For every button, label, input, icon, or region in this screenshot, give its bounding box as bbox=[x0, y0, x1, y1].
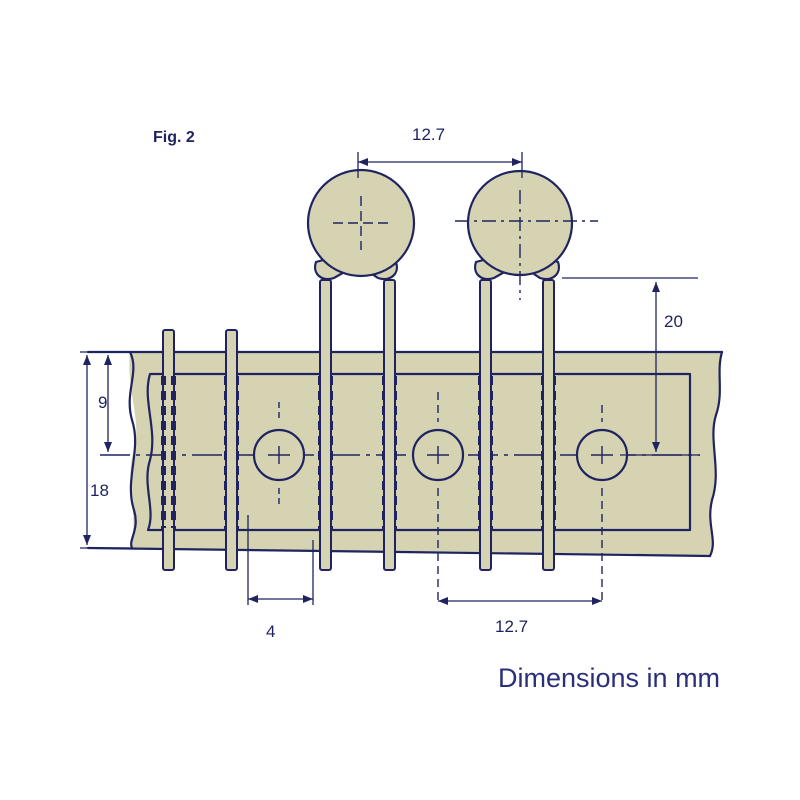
units-note: Dimensions in mm bbox=[498, 663, 720, 693]
hole-offset-label: 4 bbox=[266, 622, 275, 641]
component-lead bbox=[542, 279, 555, 571]
component-lead bbox=[383, 279, 396, 571]
feed-hole bbox=[252, 402, 306, 508]
cut-lead bbox=[162, 329, 175, 571]
hidden-lead-lines bbox=[161, 376, 556, 530]
height-dimension bbox=[562, 277, 700, 456]
hole-pitch-dimension bbox=[438, 597, 602, 605]
lead-spacing-dimension bbox=[357, 152, 523, 178]
height-label: 20 bbox=[664, 312, 683, 331]
feed-hole bbox=[411, 392, 465, 605]
tape-right-break bbox=[708, 350, 724, 558]
ceramic-disc-capacitor bbox=[306, 168, 416, 281]
hole-pitch-label: 12.7 bbox=[495, 617, 528, 636]
figure-title: Fig. 2 bbox=[153, 129, 195, 146]
hole-offset-dimension bbox=[247, 515, 314, 605]
tape-bottom-edge bbox=[86, 546, 712, 558]
tape-width-label: 18 bbox=[90, 481, 109, 500]
lead-spacing-label: 12.7 bbox=[412, 125, 445, 144]
tape-left-break bbox=[128, 350, 137, 550]
component-lead bbox=[479, 279, 492, 571]
cut-lead bbox=[225, 329, 238, 571]
hole-to-edge-label: 9 bbox=[98, 393, 107, 412]
tape-dimensions bbox=[80, 351, 130, 549]
ceramic-disc-capacitor bbox=[455, 169, 598, 300]
adhesive-tape bbox=[146, 372, 692, 532]
component-lead bbox=[319, 279, 332, 571]
